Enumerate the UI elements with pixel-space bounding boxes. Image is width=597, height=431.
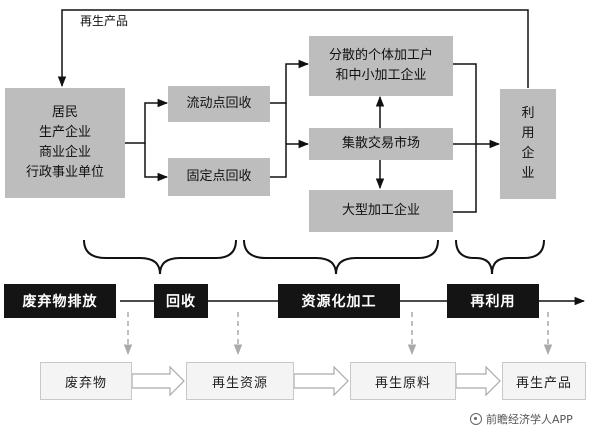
material-renewable-raw-material: 再生原料	[350, 362, 456, 400]
material-waste: 废弃物	[40, 362, 132, 400]
block-arrow-1	[131, 365, 185, 397]
block-arrow-3	[455, 365, 501, 397]
brace-processing	[243, 239, 439, 275]
arrow-mobile-to-small	[270, 59, 310, 104]
mobile-collection-box: 流动点回收	[168, 86, 270, 122]
small-enterprises-box: 分散的个体加工户 和中小加工企业	[309, 36, 453, 96]
stage-recycling: 回收	[154, 284, 208, 318]
brand-logo-icon	[470, 413, 482, 425]
feedback-label: 再生产品	[80, 14, 129, 28]
arrow-sources-to-mobile	[125, 98, 169, 144]
large-enterprises-box: 大型加工企业	[309, 190, 453, 232]
waste-sources-box: 居民 生产企业 商业企业 行政事业单位	[5, 88, 125, 198]
fixed-collection-box: 固定点回收	[168, 158, 270, 196]
utilizing-enterprise-box: 利 用 企 业	[500, 89, 556, 199]
arrow-sources-to-fixed	[144, 143, 169, 182]
trading-market-box: 集散交易市场	[309, 128, 453, 160]
material-renewable-resource: 再生资源	[186, 362, 294, 400]
block-arrow-2	[293, 365, 349, 397]
arrow-collection-to-market	[270, 139, 310, 178]
material-renewable-product: 再生产品	[502, 362, 586, 400]
watermark: 前瞻经济学人APP	[470, 411, 573, 427]
stage-reuse: 再利用	[447, 284, 539, 318]
feedback-loop-arrow	[57, 9, 529, 88]
stage-resource-processing: 资源化加工	[278, 284, 400, 318]
brace-discharge	[83, 239, 237, 275]
arrow-large-to-utilizer	[453, 144, 477, 213]
brace-reuse	[455, 239, 545, 275]
stage-discharge: 废弃物排放	[4, 284, 116, 318]
arrow-small-to-utilizer	[453, 63, 477, 144]
watermark-text: 前瞻经济学人APP	[486, 413, 573, 426]
